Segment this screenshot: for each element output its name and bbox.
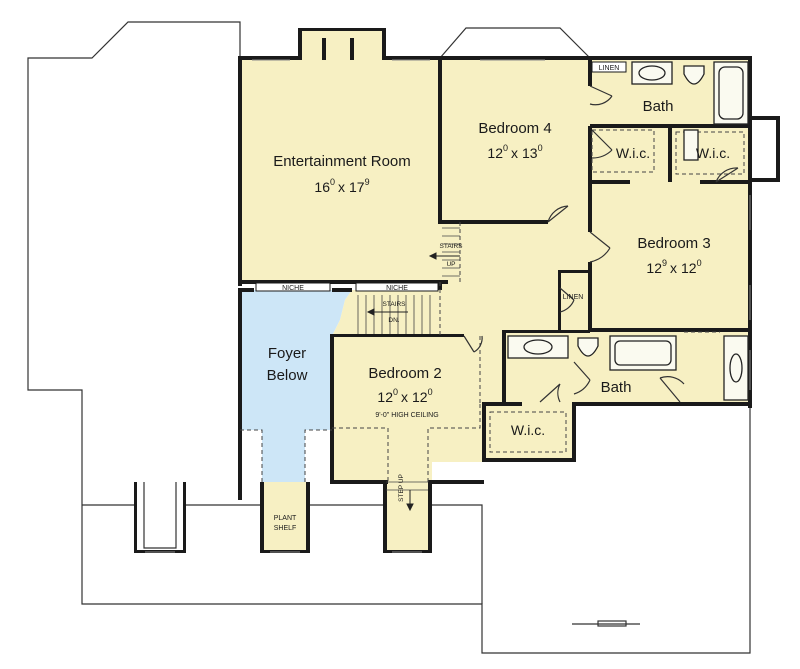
foyer-label-line2: Below (267, 367, 308, 384)
linen-mid-label: LINEN (563, 294, 584, 301)
bedroom4-name: Bedroom 4 (478, 120, 551, 137)
linen-top-label: LINEN (599, 65, 620, 72)
entertainment-room-name: Entertainment Room (273, 153, 411, 170)
step-up-fill (385, 482, 430, 552)
niche-boxes (255, 61, 627, 292)
stairs-down-label-1: STAIRS (383, 301, 407, 308)
plant-shelf-label-2: SHELF (274, 525, 297, 532)
stairs (357, 227, 460, 491)
plant-shelf-label-1: PLANT (274, 515, 297, 522)
foyer-fill (240, 290, 352, 482)
bay-fill (300, 30, 386, 58)
stairs-up-label-1: STAIRS (440, 243, 464, 250)
niche-1-label: NICHE (282, 285, 304, 292)
bath-bottom-label: Bath (601, 379, 632, 396)
stairs-down-fill (332, 290, 440, 336)
stairs-up-label-2: UP (446, 261, 455, 268)
plant-shelf-fill (262, 482, 310, 552)
wic-2-label: W.i.c. (696, 145, 730, 161)
doors (463, 85, 739, 403)
dashed-lines (240, 129, 745, 482)
bath-fixtures (507, 61, 749, 401)
walls (134, 28, 780, 553)
foyer-label-line1: Foyer (268, 345, 306, 362)
bath-top-label: Bath (643, 98, 674, 115)
stairs-arrows (366, 252, 460, 512)
room-fills (240, 30, 750, 552)
stairs-down-label-2: DN. (388, 317, 399, 324)
wic-1-label: W.i.c. (616, 145, 650, 161)
wic-3-label: W.i.c. (511, 422, 545, 438)
bedroom2-fill (332, 336, 484, 482)
bedroom3-name: Bedroom 3 (637, 235, 710, 252)
niche-2-label: NICHE (386, 285, 408, 292)
bedroom2-ceiling-note: 9'-0" HIGH CEILING (375, 412, 438, 419)
windows (145, 59, 751, 553)
bedroom2-name: Bedroom 2 (368, 365, 441, 382)
step-up-label: STEP UP (398, 474, 405, 502)
